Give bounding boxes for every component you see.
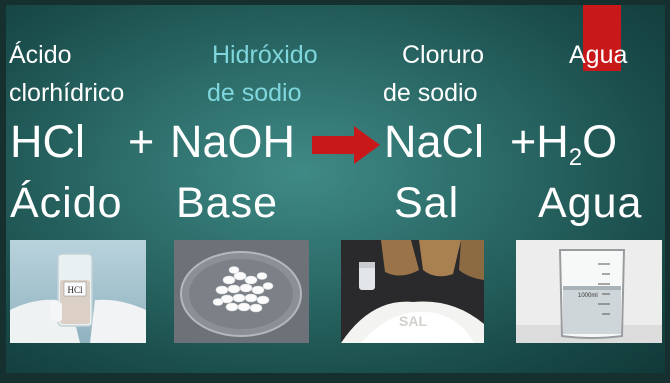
label-acid-line2: clorhídrico xyxy=(9,79,125,107)
label-acid-line1: Ácido xyxy=(9,41,72,69)
vial-label-text: HCl xyxy=(67,285,83,295)
frame-bottom xyxy=(0,373,670,383)
formula-hcl: HCl xyxy=(10,116,85,167)
beaker-label-text: 1000ml xyxy=(578,293,598,299)
frame-right xyxy=(665,0,670,383)
formula-nacl: NaCl xyxy=(384,116,485,167)
formula-o: O xyxy=(582,116,618,167)
subscript-2: 2 xyxy=(568,144,583,171)
salt-written-text: SAL xyxy=(399,313,427,329)
plus-sign-2: + xyxy=(510,116,537,167)
photo-naoh-pellets xyxy=(174,240,309,343)
red-accent-tab xyxy=(583,5,621,71)
category-acid: Ácido xyxy=(10,179,123,227)
photo-hcl-vial: HCl xyxy=(10,240,146,343)
formula-h: H xyxy=(536,116,569,167)
photo-water-beaker: 1000ml xyxy=(516,240,662,343)
category-salt: Sal xyxy=(394,179,460,227)
photo-salt: SAL xyxy=(341,240,484,343)
formula-water: +H2O xyxy=(510,116,617,184)
formula-naoh: NaOH xyxy=(170,116,296,167)
label-base-line2: de sodio xyxy=(207,79,302,107)
label-water: Agua xyxy=(569,41,628,69)
plus-sign-1: + xyxy=(128,116,155,167)
frame-top xyxy=(0,0,670,5)
label-salt-line2: de sodio xyxy=(383,79,478,107)
category-water: Agua xyxy=(538,179,643,227)
frame-left xyxy=(0,0,6,383)
right-arrow-icon xyxy=(312,126,380,164)
label-salt-line1: Cloruro xyxy=(402,41,484,69)
label-base-line1: Hidróxido xyxy=(212,41,318,69)
category-base: Base xyxy=(176,179,279,227)
